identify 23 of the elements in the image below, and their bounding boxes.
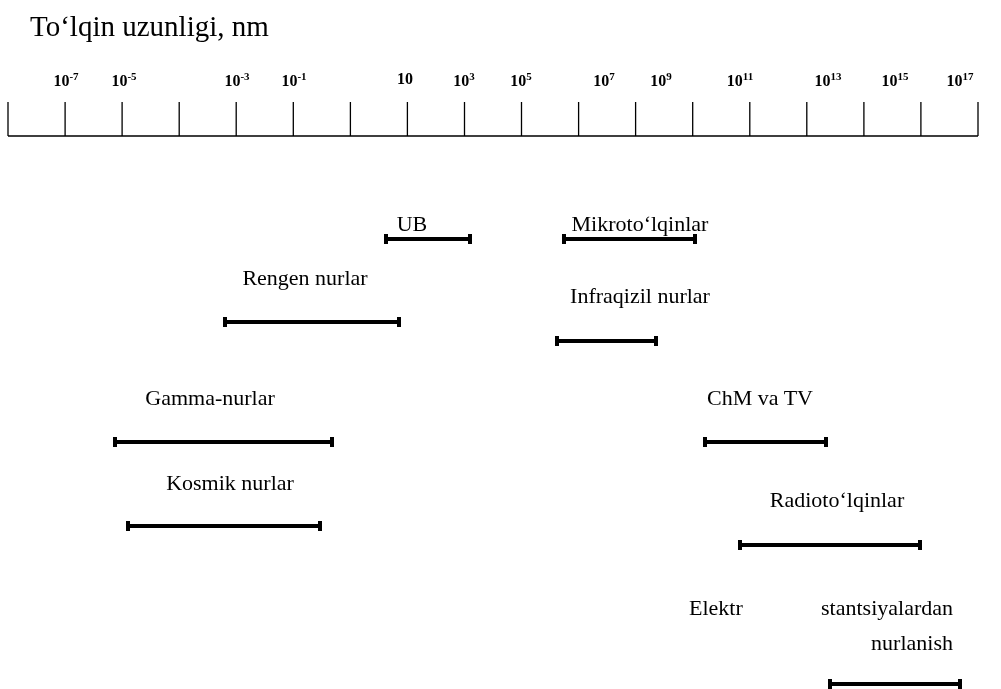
tick-label: 10$^{7}$ bbox=[593, 70, 615, 91]
tick-label: 10$^{17}$ bbox=[946, 70, 974, 91]
range-label: UB bbox=[396, 211, 428, 237]
tick-label: 10$^{-7}$ bbox=[53, 70, 79, 91]
range-label: Gamma-nurlar bbox=[145, 385, 275, 411]
tick-label: 10$^{5}$ bbox=[510, 70, 532, 91]
range-label: Radioto‘lqinlar bbox=[769, 487, 905, 513]
tick-label: 10 bbox=[397, 70, 413, 88]
range-label: Infraqizil nurlar bbox=[570, 283, 710, 309]
range-label: Rengen nurlar bbox=[242, 265, 368, 291]
tick-label: 10$^{15}$ bbox=[881, 70, 909, 91]
tick-label: 10$^{11}$ bbox=[726, 70, 754, 91]
tick-label: 10$^{-3}$ bbox=[224, 70, 250, 91]
range-label: ChM va TV bbox=[707, 385, 813, 411]
tick-label: 10$^{3}$ bbox=[453, 70, 475, 91]
range-label: Elektr stantsiyalardan nurlanish bbox=[689, 594, 953, 657]
tick-label: 10$^{-1}$ bbox=[281, 70, 307, 91]
tick-label: 10$^{13}$ bbox=[814, 70, 842, 91]
range-label: Mikroto‘lqinlar bbox=[571, 211, 709, 237]
axis-title: To‘lqin uzunligi, nm bbox=[30, 10, 269, 43]
tick-label: 10$^{9}$ bbox=[650, 70, 672, 91]
tick-label: 10$^{-5}$ bbox=[111, 70, 137, 91]
range-label: Kosmik nurlar bbox=[166, 470, 294, 496]
